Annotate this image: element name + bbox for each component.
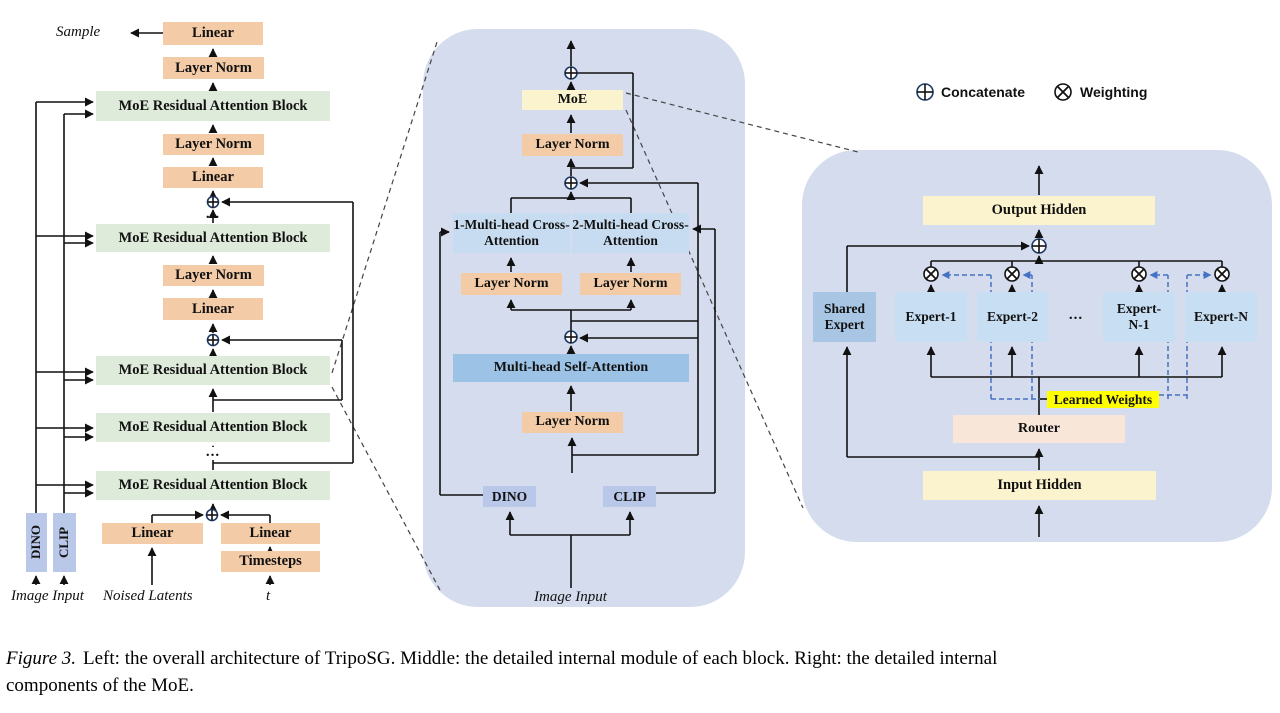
middle-clip-box: CLIP xyxy=(603,486,656,507)
legend-weighting-label: Weighting xyxy=(1080,84,1148,100)
caption-figure-label: Figure 3. xyxy=(6,648,77,669)
left-clip-encoder: CLIP xyxy=(53,513,76,572)
moe-residual-block-2: MoE Residual Attention Block xyxy=(96,224,330,252)
middle-layer-norm-bottom: Layer Norm xyxy=(522,412,623,433)
image-input-label-middle: Image Input xyxy=(534,589,607,605)
timestep-linear: Linear xyxy=(221,523,320,544)
moe-residual-block-1: MoE Residual Attention Block xyxy=(96,91,330,121)
left-linear-1: Linear xyxy=(163,167,263,188)
expert-n-box: Expert-N xyxy=(1185,292,1257,342)
noised-latents-linear: Linear xyxy=(102,523,203,544)
expert-2-box: Expert-2 xyxy=(977,292,1048,342)
timesteps-box: Timesteps xyxy=(221,551,320,572)
t-label: t xyxy=(266,588,271,604)
zoom-guide-lines xyxy=(331,41,859,593)
layer-norm-ca2: Layer Norm xyxy=(580,273,681,295)
black-connectors xyxy=(31,28,1227,588)
left-layer-norm-2: Layer Norm xyxy=(163,265,264,286)
expert-n-1-box: Expert-N-1 xyxy=(1103,292,1175,342)
operator-symbols xyxy=(205,66,1230,522)
moe-residual-block-3: MoE Residual Attention Block xyxy=(96,356,330,385)
middle-moe-box: MoE xyxy=(522,90,623,110)
shared-expert-box: Shared Expert xyxy=(813,292,876,342)
layer-norm-ca1: Layer Norm xyxy=(461,273,562,295)
output-hidden-box: Output Hidden xyxy=(923,196,1155,225)
caption-line-2: components of the MoE. xyxy=(6,675,194,696)
figure-caption: Figure 3. Left: the overall architecture … xyxy=(6,645,1276,699)
image-input-label-left: Image Input xyxy=(11,588,84,604)
middle-dino-box: DINO xyxy=(483,486,536,507)
experts-dots: ... xyxy=(1068,307,1084,323)
expert-n-1-label: Expert-N-1 xyxy=(1116,301,1162,332)
moe-residual-block-5: MoE Residual Attention Block xyxy=(96,471,330,500)
sample-label: Sample xyxy=(56,24,101,40)
self-attention-box: Multi-head Self-Attention xyxy=(453,354,689,382)
left-dino-encoder: DINO xyxy=(26,513,47,572)
caption-line-1: Left: the overall architecture of TripoS… xyxy=(83,648,998,669)
left-linear-2: Linear xyxy=(163,298,263,320)
middle-detail-panel xyxy=(423,29,745,607)
left-linear-top: Linear xyxy=(163,22,263,45)
left-dots-1: ... xyxy=(205,206,221,222)
left-layer-norm-top: Layer Norm xyxy=(163,57,264,79)
expert-1-box: Expert-1 xyxy=(895,292,967,342)
left-layer-norm-1: Layer Norm xyxy=(163,134,264,155)
left-dots-2: ... xyxy=(202,445,224,460)
legend-concatenate-label: Concatenate xyxy=(941,84,1026,100)
cross-attention-2: 2-Multi-head Cross-Attention xyxy=(572,213,689,253)
middle-layer-norm-top: Layer Norm xyxy=(522,134,623,156)
learned-weights-label: Learned Weights xyxy=(1047,391,1159,408)
moe-residual-block-4: MoE Residual Attention Block xyxy=(96,413,330,442)
learned-weight-dashed-wires xyxy=(941,271,1212,400)
router-box: Router xyxy=(953,415,1125,443)
input-hidden-box: Input Hidden xyxy=(923,471,1156,500)
cross-attention-1: 1-Multi-head Cross-Attention xyxy=(453,213,570,253)
noised-latents-label: Noised Latents xyxy=(103,588,193,604)
